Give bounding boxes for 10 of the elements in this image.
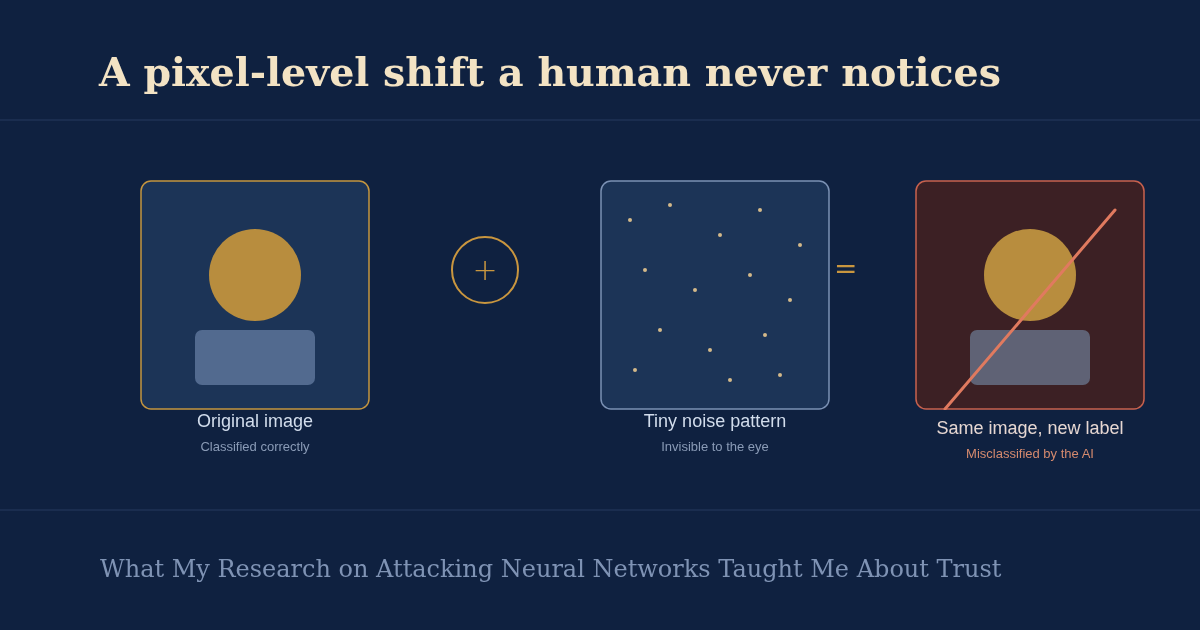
title: A pixel-level shift a human never notices [99, 51, 1001, 95]
panel-heading: Same image, new label [935, 417, 1125, 439]
panel-heading: Tiny noise pattern [642, 410, 788, 432]
plus-symbol: + [472, 255, 498, 285]
panel-heading: Original image [195, 410, 315, 432]
panel-subtitle: Misclassified by the AI [965, 446, 1095, 462]
caption: What My Research on Attacking Neural Networks Taught Me About Trust [100, 555, 1002, 584]
panel-subtitle: Classified correctly [199, 439, 311, 455]
equals-symbol: = [834, 255, 858, 283]
panel-subtitle: Invisible to the eye [660, 439, 770, 455]
